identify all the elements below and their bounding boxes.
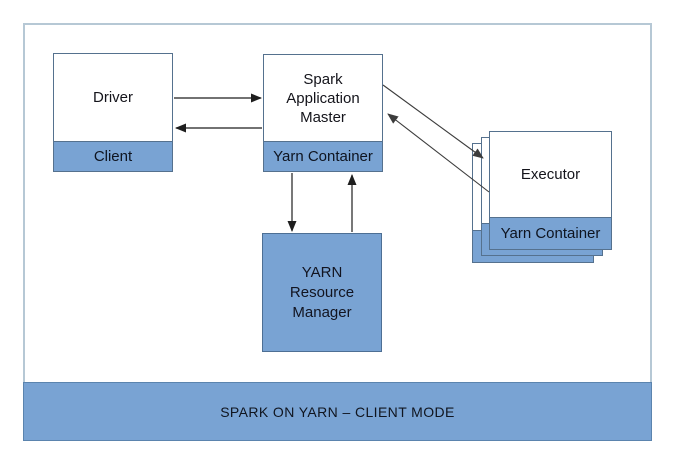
driver-container-strip: Client [54, 141, 172, 171]
node-spark-application-master: Spark Application Master Yarn Container [263, 54, 383, 172]
node-executor: Executor Yarn Container [489, 131, 612, 250]
executor-container-strip: Yarn Container [490, 217, 611, 249]
node-yarn-resource-manager: YARN Resource Manager [262, 233, 382, 352]
executor-title: Executor [520, 166, 581, 183]
spark-am-title: Spark Application Master [286, 70, 360, 126]
diagram-title-banner: SPARK ON YARN – CLIENT MODE [23, 382, 652, 441]
spark-am-container-strip: Yarn Container [264, 141, 382, 171]
driver-title: Driver [93, 89, 133, 106]
node-driver: Driver Client [53, 53, 173, 172]
